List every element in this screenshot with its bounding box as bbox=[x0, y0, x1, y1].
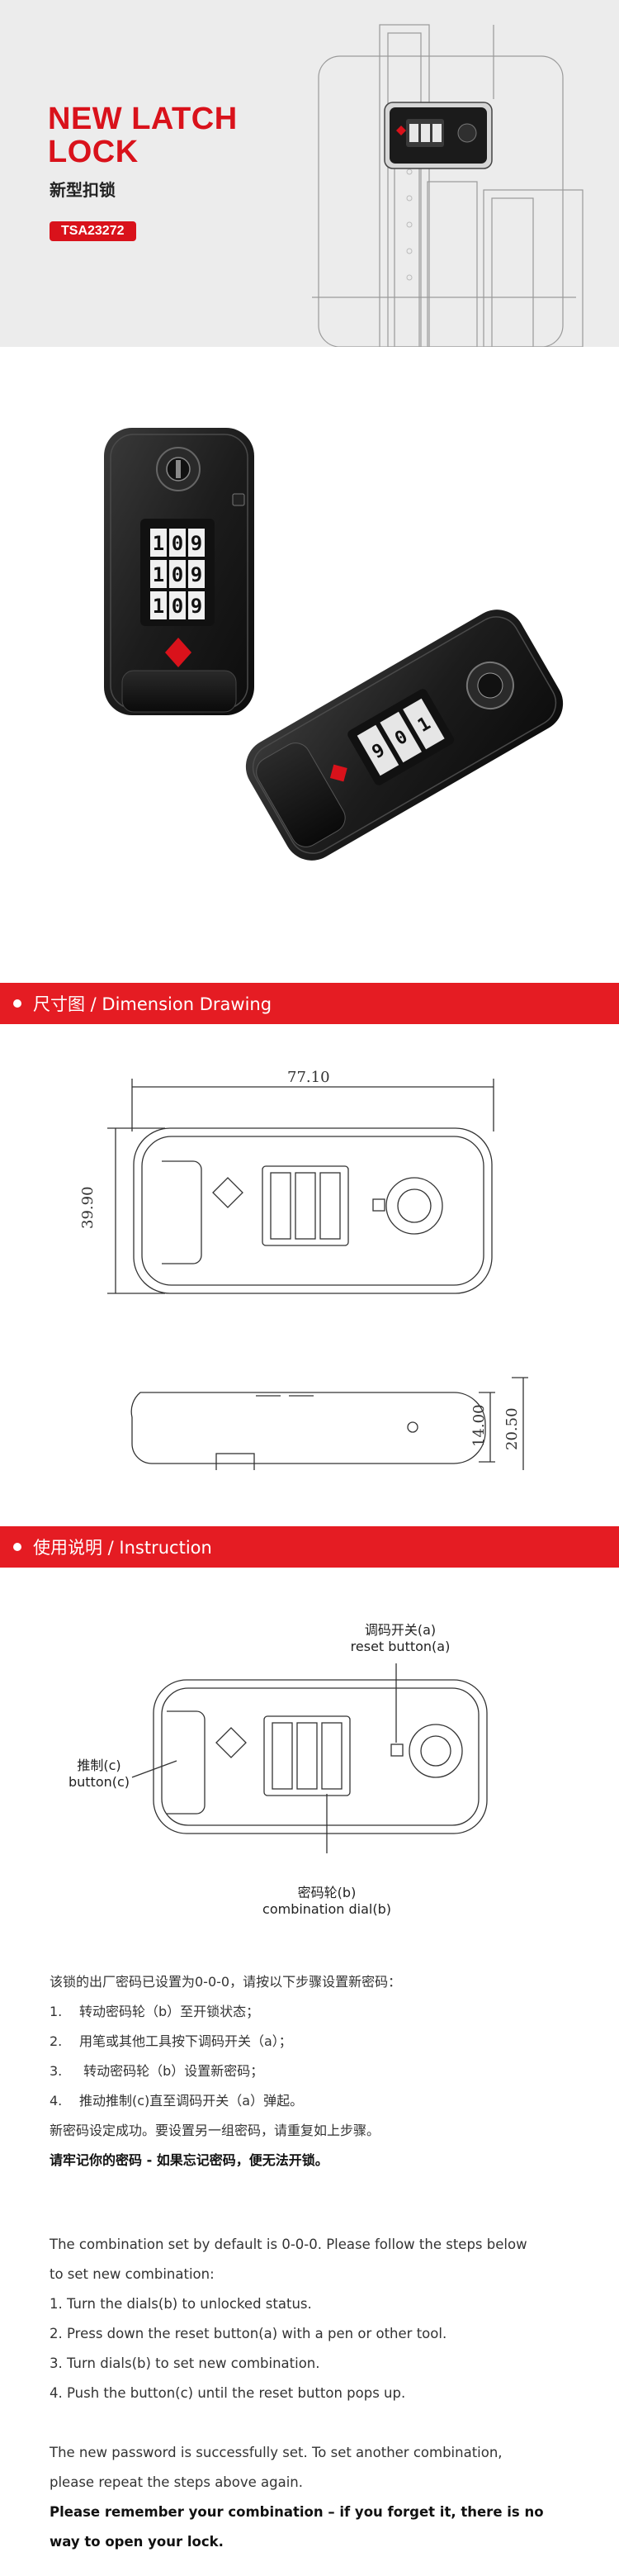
en-intro-line-1: The combination set by default is 0-0-0.… bbox=[50, 2237, 527, 2252]
svg-text:1: 1 bbox=[153, 595, 164, 618]
instructions-chinese: 该锁的出厂密码已设置为0-0-0，请按以下步骤设置新密码： 1. 转动密码轮（b）… bbox=[50, 1967, 578, 2175]
svg-text:9: 9 bbox=[191, 532, 202, 555]
svg-text:0: 0 bbox=[172, 532, 183, 555]
hero-banner: NEW LATCH LOCK 新型扣锁 TSA23272 bbox=[0, 0, 619, 347]
en-warning-line-2: way to open your lock. bbox=[50, 2534, 224, 2550]
svg-text:0: 0 bbox=[172, 595, 183, 618]
instructions-english: The combination set by default is 0-0-0.… bbox=[50, 2230, 586, 2557]
cn-warning: 请牢记你的密码 - 如果忘记密码，便无法开锁。 bbox=[50, 2152, 328, 2168]
step-number: 3. bbox=[50, 2063, 63, 2079]
spacer bbox=[50, 2408, 586, 2438]
dim-total-depth-label: 20.50 bbox=[503, 1407, 521, 1450]
cn-step-2: 2. 用笔或其他工具按下调码开关（a）； bbox=[50, 2027, 578, 2057]
callout-combination-dial: 密码轮(b) combination dial(b) bbox=[244, 1885, 409, 1918]
en-intro-line-2: to set new combination: bbox=[50, 2266, 215, 2282]
dim-depth-label: 14.00 bbox=[470, 1404, 488, 1447]
callout-slide-button: 推制(c) button(c) bbox=[58, 1758, 140, 1791]
en-step-4: 4. Push the button(c) until the reset bu… bbox=[50, 2385, 406, 2401]
dim-width-label: 77.10 bbox=[287, 1069, 330, 1086]
dimension-drawing: 77.10 39.90 14.00 20.50 bbox=[79, 1069, 528, 1470]
callout-button-cn: 推制(c) bbox=[77, 1758, 121, 1773]
bullet-dot bbox=[13, 999, 21, 1008]
callout-reset-button: 调码开关(a) reset button(a) bbox=[330, 1622, 470, 1655]
section-header-dimension: 尺寸图 / Dimension Drawing bbox=[0, 983, 619, 1024]
product-title: NEW LATCH LOCK bbox=[48, 102, 238, 168]
en-step-3: 3. Turn dials(b) to set new combination. bbox=[50, 2355, 320, 2371]
product-subtitle: 新型扣锁 bbox=[50, 180, 116, 200]
callout-dial-cn: 密码轮(b) bbox=[297, 1885, 357, 1900]
en-success-line-2: please repeat the steps above again. bbox=[50, 2474, 304, 2490]
step-text: 推动推制(c)直至调码开关（a）弹起。 bbox=[79, 2093, 304, 2109]
svg-text:9: 9 bbox=[191, 563, 202, 586]
title-line-2: LOCK bbox=[48, 135, 139, 169]
callout-dial-en: combination dial(b) bbox=[262, 1901, 391, 1917]
instruction-drawing bbox=[131, 1663, 488, 1853]
en-step-1: 1. Turn the dials(b) to unlocked status. bbox=[50, 2296, 312, 2312]
callout-reset-en: reset button(a) bbox=[350, 1639, 451, 1654]
step-text: 转动密码轮（b）设置新密码； bbox=[79, 2063, 264, 2079]
lock-angled-view: 901 bbox=[245, 610, 564, 861]
suitcase-illustration bbox=[312, 24, 584, 347]
cn-step-3: 3. 转动密码轮（b）设置新密码； bbox=[50, 2057, 578, 2086]
cn-step-1: 1. 转动密码轮（b）至开锁状态； bbox=[50, 1997, 578, 2027]
section-header-instruction: 使用说明 / Instruction bbox=[0, 1526, 619, 1568]
cn-step-4: 4. 推动推制(c)直至调码开关（a）弹起。 bbox=[50, 2086, 578, 2116]
en-step-2: 2. Press down the reset button(a) with a… bbox=[50, 2326, 447, 2341]
step-number: 2. bbox=[50, 2033, 63, 2049]
cn-success: 新密码设定成功。要设置另一组密码，请重复如上步骤。 bbox=[50, 2123, 380, 2138]
section-title: 尺寸图 / Dimension Drawing bbox=[33, 994, 272, 1014]
step-number: 1. bbox=[50, 2004, 63, 2019]
en-success-line-1: The new password is successfully set. To… bbox=[50, 2445, 503, 2460]
svg-text:9: 9 bbox=[191, 595, 202, 618]
callout-reset-cn: 调码开关(a) bbox=[364, 1622, 437, 1638]
svg-text:1: 1 bbox=[153, 532, 164, 555]
step-text: 转动密码轮（b）至开锁状态； bbox=[79, 2004, 260, 2019]
svg-text:0: 0 bbox=[172, 563, 183, 586]
step-text: 用笔或其他工具按下调码开关（a）； bbox=[79, 2033, 292, 2049]
cn-intro: 该锁的出厂密码已设置为0-0-0，请按以下步骤设置新密码： bbox=[50, 1974, 402, 1990]
model-badge: TSA23272 bbox=[50, 221, 136, 241]
step-number: 4. bbox=[50, 2093, 63, 2109]
svg-text:1: 1 bbox=[153, 563, 164, 586]
section-title: 使用说明 / Instruction bbox=[33, 1538, 212, 1558]
en-warning-line-1: Please remember your combination – if yo… bbox=[50, 2504, 544, 2520]
title-line-1: NEW LATCH bbox=[48, 102, 238, 136]
callout-button-en: button(c) bbox=[68, 1774, 130, 1790]
dim-height-label: 39.90 bbox=[79, 1186, 97, 1229]
bullet-dot bbox=[13, 1543, 21, 1551]
